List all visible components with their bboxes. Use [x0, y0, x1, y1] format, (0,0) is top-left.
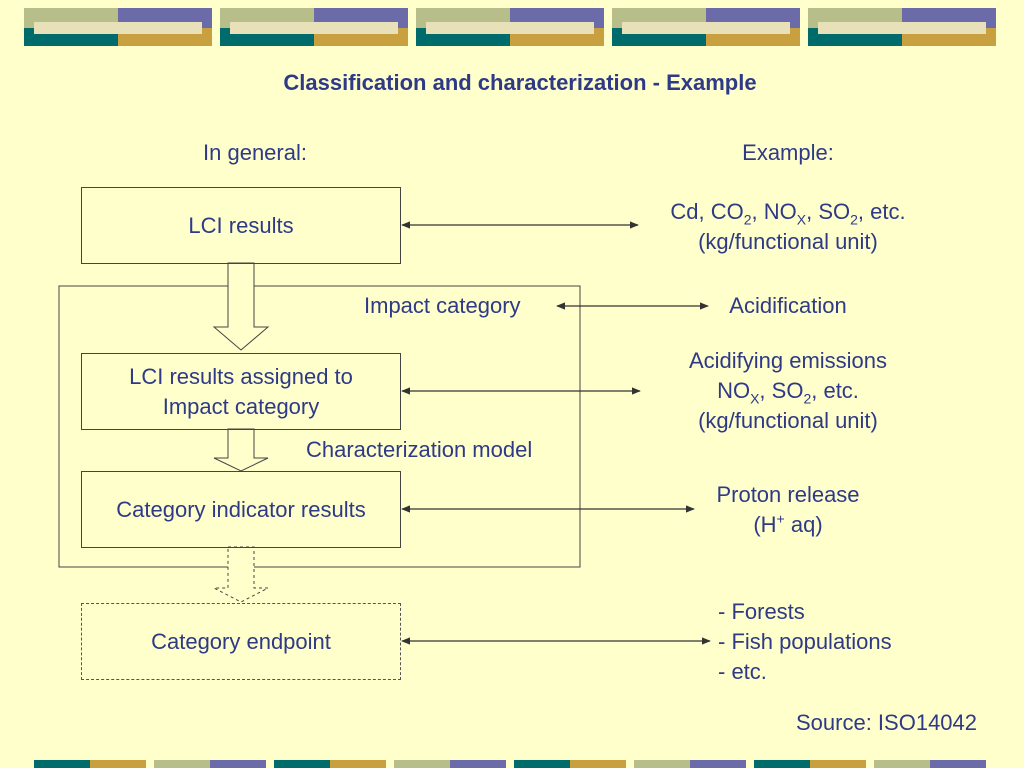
lci-results-box: LCI results	[81, 187, 401, 264]
example-acidifying-emissions: Acidifying emissions NOX, SO2, etc. (kg/…	[688, 348, 888, 433]
lci-assigned-box: LCI results assigned to Impact category	[81, 353, 401, 430]
example-acidification: Acidification	[729, 293, 847, 318]
slide-title: Classification and characterization - Ex…	[283, 70, 757, 95]
banner-tile	[416, 8, 604, 46]
lci-results-label: LCI results	[188, 212, 294, 238]
block-arrow-down	[212, 262, 270, 351]
list-item: - Forests	[718, 599, 805, 624]
right-column-heading: Example:	[742, 140, 834, 165]
banner-tile	[220, 8, 408, 46]
banner-tile	[612, 8, 800, 46]
source-label: Source: ISO14042	[796, 710, 978, 735]
example-proton-release: Proton release (H+ aq)	[716, 482, 860, 537]
list-item: - etc.	[718, 659, 767, 684]
block-arrow-down	[213, 428, 269, 472]
category-indicator-box: Category indicator results	[81, 471, 401, 548]
block-arrow-down-dashed	[213, 546, 269, 603]
category-indicator-label: Category indicator results	[116, 496, 366, 522]
category-endpoint-box: Category endpoint	[81, 603, 401, 680]
list-item: - Fish populations	[718, 629, 892, 654]
category-endpoint-label: Category endpoint	[151, 628, 331, 654]
example-lci-results: Cd, CO2, NOX, SO2, etc. (kg/functional u…	[670, 199, 906, 254]
banner-tile	[24, 8, 212, 46]
left-column-heading: In general:	[203, 140, 307, 165]
characterization-model-label: Characterization model	[306, 437, 533, 462]
impact-category-label: Impact category	[364, 293, 521, 318]
example-endpoints-list: - Forests - Fish populations - etc.	[718, 597, 892, 687]
impact-category-frame	[58, 285, 581, 568]
banner-tile	[808, 8, 996, 46]
lci-assigned-line2: Impact category	[162, 393, 320, 419]
lci-assigned-line1: LCI results assigned to	[129, 363, 353, 389]
